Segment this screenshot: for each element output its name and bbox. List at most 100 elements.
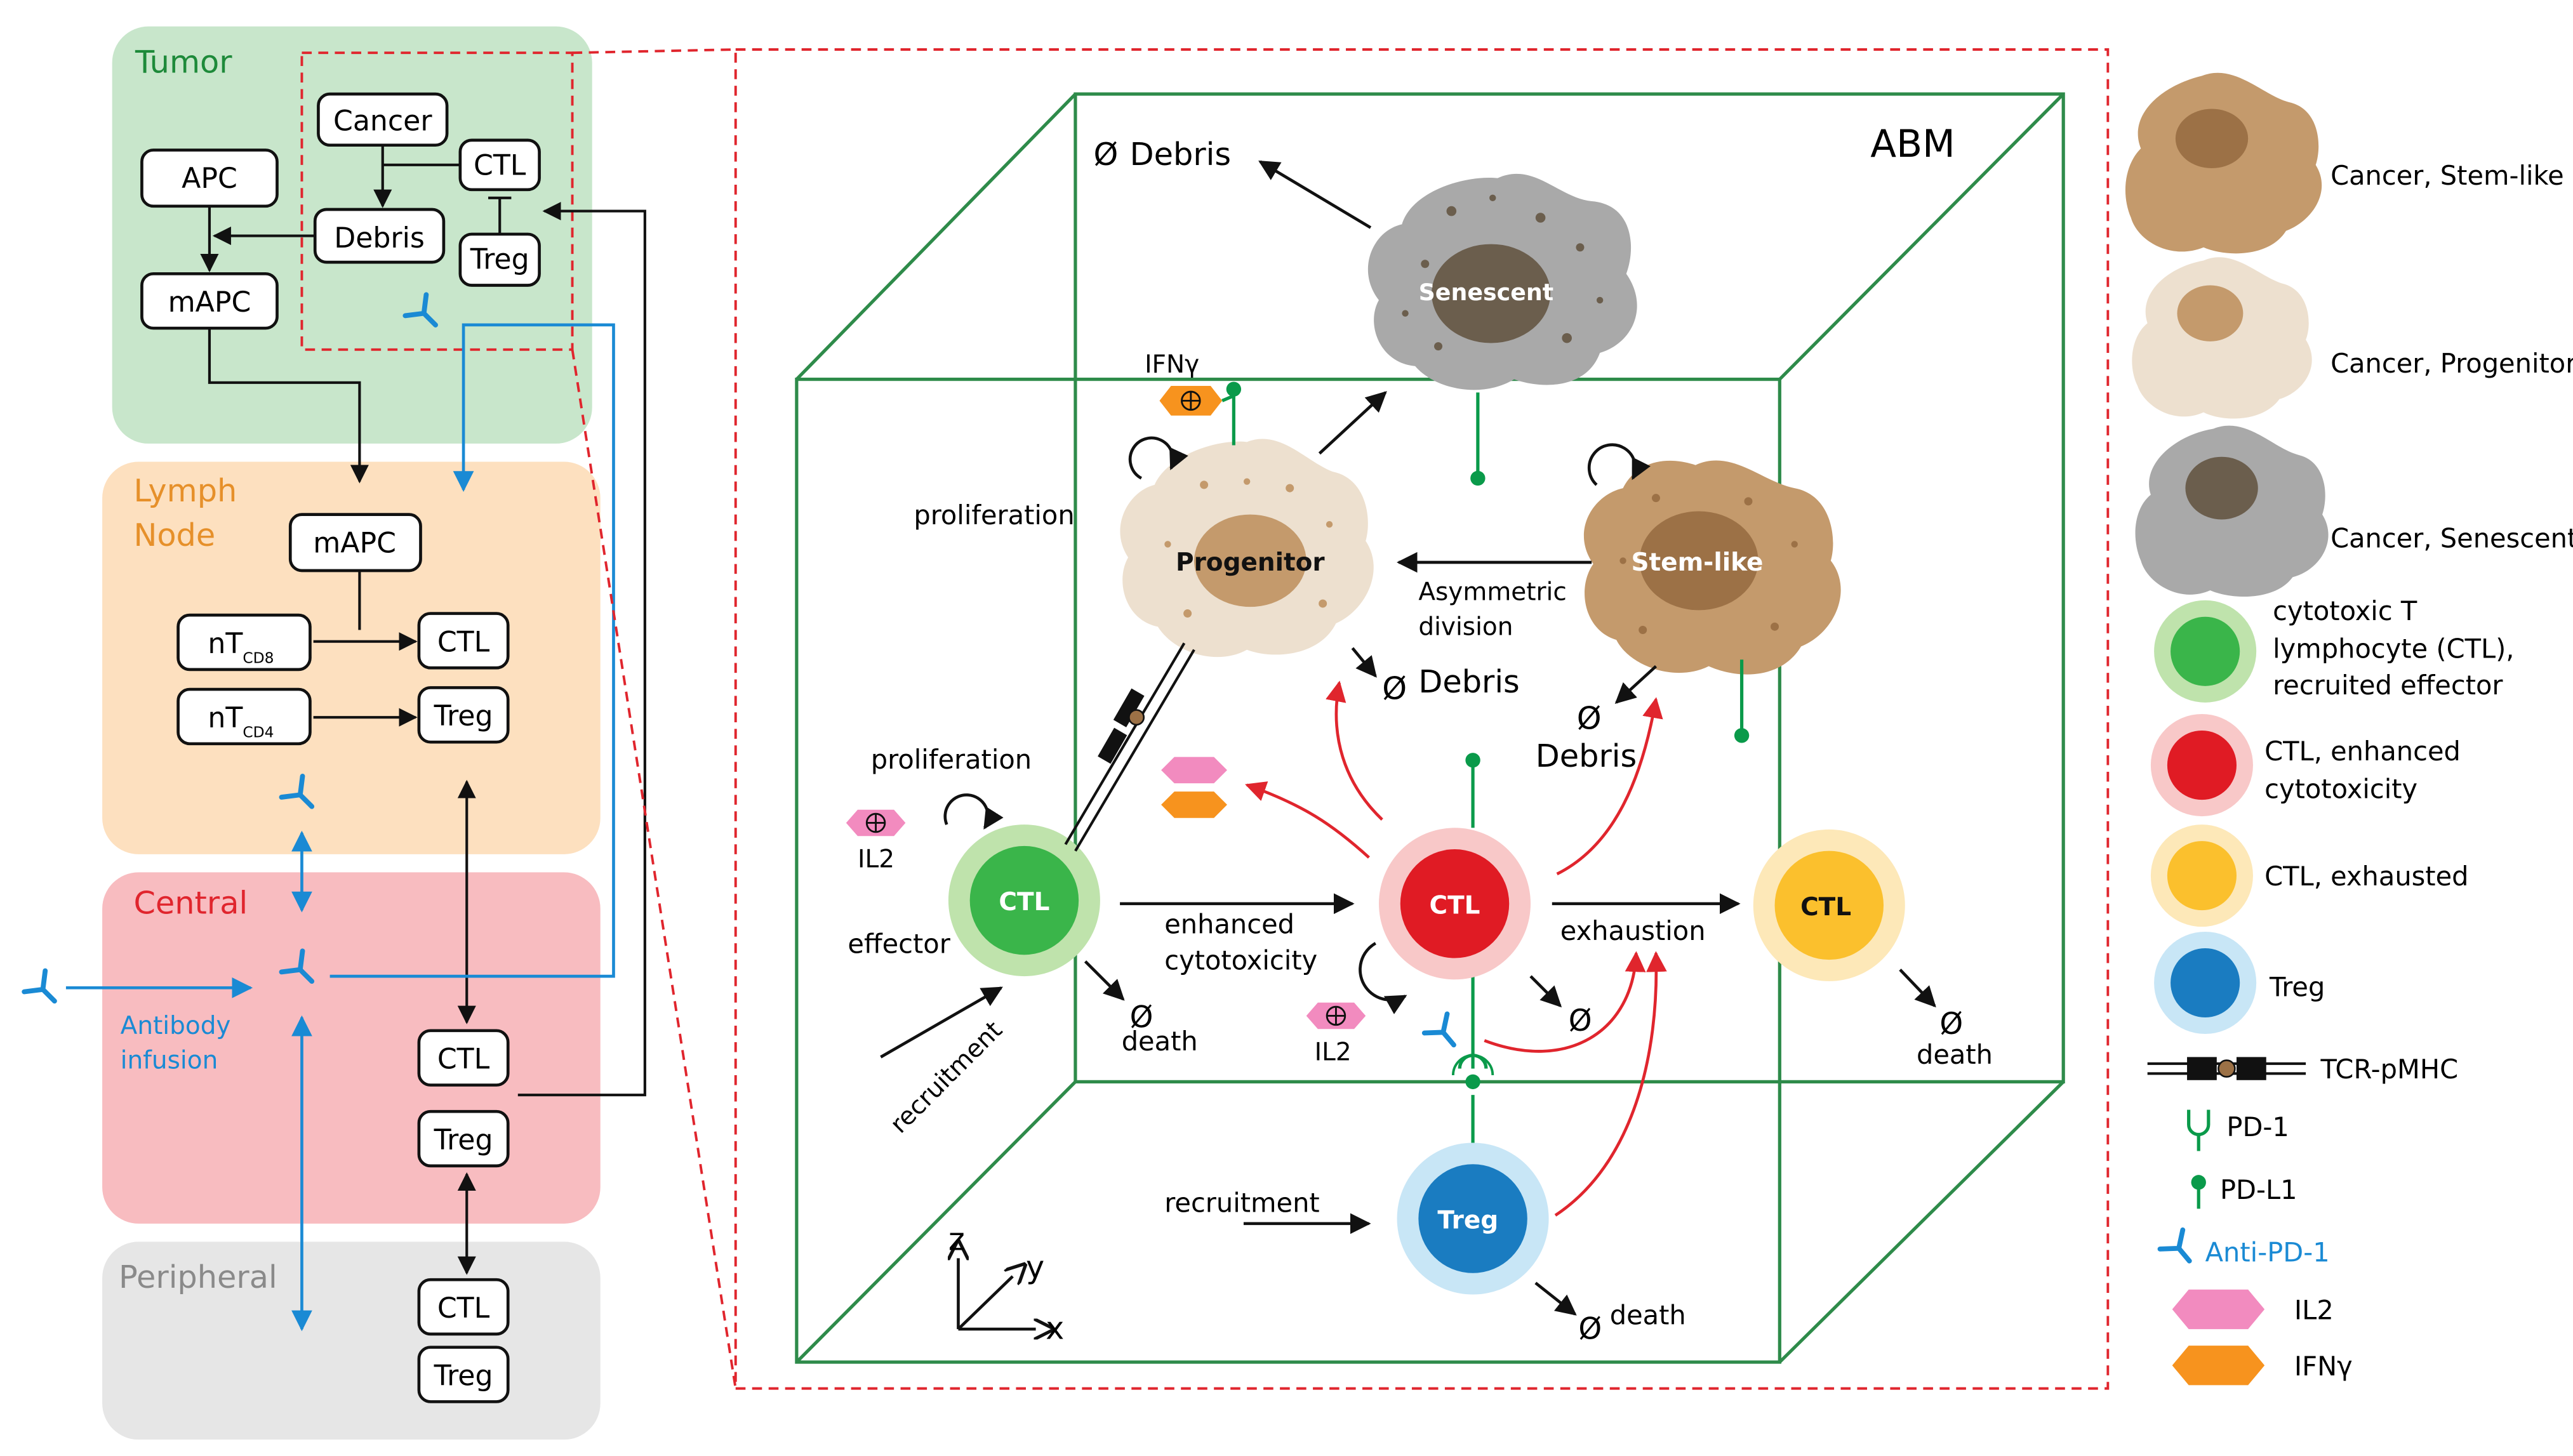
debris-progenitor-label: Debris xyxy=(1418,663,1519,700)
empty-set-effector: Ø xyxy=(1130,1001,1154,1035)
ctl-exhausted-label: CTL xyxy=(1800,893,1851,922)
secreted-il2 xyxy=(1161,757,1227,784)
stemlike-label: Stem-like xyxy=(1631,548,1763,577)
pdl1-dots xyxy=(1226,381,1750,1090)
legend: Cancer, Stem-like Cancer, Progenitor Can… xyxy=(2125,72,2573,1386)
lymph-node-nt-cd4: nTCD4 xyxy=(176,687,312,746)
legend-ifng-icon xyxy=(2172,1346,2265,1386)
central-node-treg: Treg xyxy=(417,1109,510,1168)
tumor-node-treg-label: Treg xyxy=(470,244,529,276)
treg-label: Treg xyxy=(1437,1207,1498,1235)
infusion-label-1: Antibody xyxy=(121,1012,231,1040)
ctl-effector-label: CTL xyxy=(999,888,1049,917)
il2-center-hexagon xyxy=(1306,1002,1366,1029)
tumor-node-cancer: Cancer xyxy=(317,92,449,147)
ctl-exhausted-cell: CTL xyxy=(1753,829,1905,981)
legend-label-senescent: Cancer, Senescent xyxy=(2330,523,2573,554)
ctl-enhanced-cell: CTL xyxy=(1378,828,1531,980)
tumor-node-mapc-label: mAPC xyxy=(168,286,251,319)
tumor-arrows xyxy=(200,145,646,1097)
legend-ctl-exhausted-icon xyxy=(2150,824,2253,927)
legend-label-stemlike: Cancer, Stem-like xyxy=(2330,160,2564,191)
abm-black-arrows xyxy=(880,160,1936,1316)
exhaustion-label: exhaustion xyxy=(1560,915,1706,946)
legend-label-tcr-pmhc: TCR-pMHC xyxy=(2320,1054,2458,1085)
legend-ctl-recruited-icon xyxy=(2154,600,2257,703)
lymph-node-treg: Treg xyxy=(417,686,510,744)
senescent-label: Senescent xyxy=(1419,279,1554,306)
infusion-antibody-icon xyxy=(24,970,65,1011)
central-title: Central xyxy=(133,884,248,921)
legend-label-pd1: PD-1 xyxy=(2226,1111,2289,1142)
recruitment-effector-label: recruitment xyxy=(885,1016,1008,1139)
legend-label-anti-pd1: Anti-PD-1 xyxy=(2205,1237,2330,1268)
legend-cancer-stemlike-icon xyxy=(2125,72,2322,254)
legend-treg-icon xyxy=(2154,931,2257,1035)
lymph-arrows xyxy=(313,570,476,1275)
legend-label-treg: Treg xyxy=(2269,971,2325,1002)
legend-pdl1-icon xyxy=(2191,1175,2206,1209)
central-node-treg-label: Treg xyxy=(434,1124,493,1156)
death-treg-label: death xyxy=(1610,1299,1686,1330)
zoom-connector xyxy=(571,48,2110,1390)
ifng-link xyxy=(1221,394,1235,402)
legend-label-ctl-exhausted: CTL, exhausted xyxy=(2264,861,2468,892)
legend-label-pdl1: PD-L1 xyxy=(2220,1174,2297,1205)
legend-label-ifng: IFNγ xyxy=(2294,1351,2353,1382)
legend-label-il2: IL2 xyxy=(2294,1295,2334,1326)
svg-text:nTCD8: nTCD8 xyxy=(208,628,274,667)
central-node-ctl-label: CTL xyxy=(437,1043,490,1076)
legend-anti-pd1-icon xyxy=(2160,1230,2200,1271)
lymph-cd4-sub: CD4 xyxy=(243,723,274,741)
empty-set-progenitor: Ø xyxy=(1382,670,1407,707)
debris-stemlike: Ø Debris xyxy=(1536,699,1637,774)
legend-pd1-icon xyxy=(2187,1109,2211,1151)
lymph-node-ctl: CTL xyxy=(417,612,510,670)
lymph-node-mapc-label: mAPC xyxy=(313,527,396,559)
debris-stemlike-label: Debris xyxy=(1536,738,1637,774)
abm-axes xyxy=(958,1258,1035,1329)
death-effector: Ø death xyxy=(1122,1001,1198,1057)
tumor-node-cancer-label: Cancer xyxy=(333,105,432,137)
tumor-node-ctl: CTL xyxy=(458,138,541,192)
debris-progenitor: Ø Debris xyxy=(1382,663,1520,706)
central-node-ctl: CTL xyxy=(417,1029,510,1087)
asymmetric-label-2: division xyxy=(1418,612,1513,641)
lymph-node-nt-cd8: nTCD8 xyxy=(176,613,312,672)
peripheral-node-treg: Treg xyxy=(417,1346,510,1403)
ifng-hexagon xyxy=(1159,385,1223,416)
il2-center-label: IL2 xyxy=(1315,1038,1352,1067)
abm-title: ABM xyxy=(1870,122,1955,166)
legend-label-ctl-enhanced-2: cytotoxicity xyxy=(2264,774,2417,805)
il2-left-hexagon xyxy=(846,809,906,837)
compartment-lymph-node: Lymph Node xyxy=(102,461,601,854)
peripheral-node-treg-label: Treg xyxy=(434,1360,493,1392)
stemlike-cell: Stem-like xyxy=(1583,460,1841,675)
empty-set-enhanced: Ø xyxy=(1569,1004,1592,1038)
tumor-node-debris: Debris xyxy=(313,208,446,264)
tumor-node-debris-label: Debris xyxy=(334,222,425,255)
lymph-title-1: Lymph xyxy=(133,472,237,509)
enhanced-label-2: cytotoxicity xyxy=(1164,945,1317,976)
lymph-node-mapc: mAPC xyxy=(288,513,422,572)
death-exhausted: Ø death xyxy=(1917,1007,1993,1070)
debris-top: Ø Debris xyxy=(1094,136,1232,173)
legend-label-ctl-recruited-3: recruited effector xyxy=(2273,670,2503,701)
lymph-node-ctl-label: CTL xyxy=(437,626,490,658)
legend-tcr-pmhc-icon xyxy=(2147,1057,2306,1080)
svg-text:nTCD4: nTCD4 xyxy=(208,702,274,741)
asymmetric-label-1: Asymmetric xyxy=(1418,578,1566,607)
abm-cube xyxy=(795,92,2065,1364)
death-treg: Ø death xyxy=(1578,1299,1685,1346)
ctl-enhanced-label: CTL xyxy=(1429,891,1480,920)
tcr-pmhc-link xyxy=(1064,642,1195,852)
treg-cell: Treg xyxy=(1397,1142,1549,1295)
proliferation-progenitor-label: proliferation xyxy=(914,500,1074,531)
legend-label-ctl-enhanced-1: CTL, enhanced xyxy=(2264,736,2461,767)
legend-label-ctl-recruited-1: cytotoxic T xyxy=(2273,595,2417,626)
peripheral-node-ctl-label: CTL xyxy=(437,1292,490,1325)
recruitment-treg-label: recruitment xyxy=(1164,1188,1319,1219)
legend-label-ctl-recruited-2: lymphocyte (CTL), xyxy=(2273,633,2514,665)
peripheral-title: Peripheral xyxy=(119,1259,277,1295)
